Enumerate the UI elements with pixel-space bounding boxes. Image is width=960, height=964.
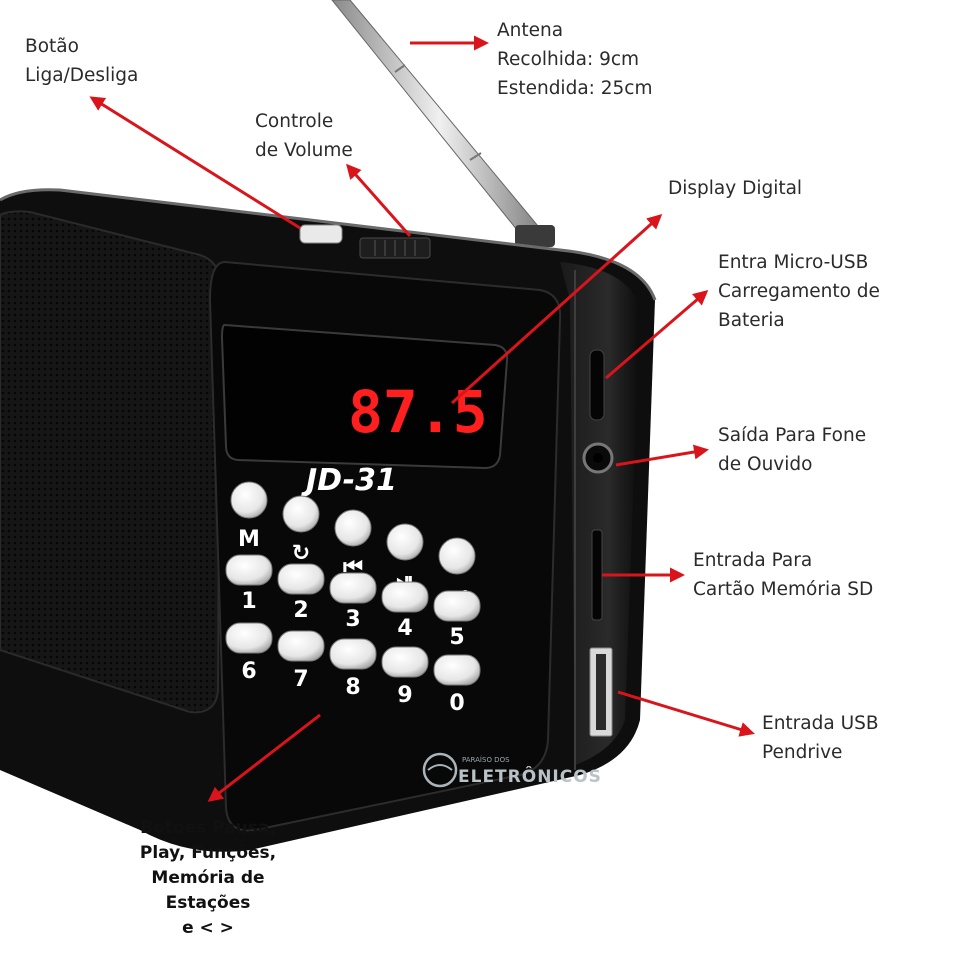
callout-sd-card: Entrada Para Cartão Memória SD — [693, 550, 874, 600]
watermark-small-text: PARAÍSO DOS — [462, 755, 510, 764]
key-digit-5[interactable]: 5 — [433, 590, 481, 650]
callout-micro-usb: Entra Micro-USB Carregamento de Bateria — [718, 252, 880, 331]
watermark-big-text: ELETRÔNICOS — [458, 765, 602, 787]
key-digit-2[interactable]: 2 — [277, 563, 325, 623]
key-label: 2 — [293, 598, 308, 623]
callout-arrows — [89, 35, 755, 802]
callout-volume: Controle de Volume — [255, 111, 353, 161]
key-cap[interactable] — [381, 646, 429, 678]
key-cap[interactable] — [381, 581, 429, 613]
arrow-power — [89, 96, 301, 230]
callout-headphone: Saída Para Fone de Ouvido — [718, 425, 867, 475]
micro-usb-port[interactable] — [589, 349, 605, 421]
key-label: M — [238, 527, 260, 552]
watermark: PARAÍSO DOS ELETRÔNICOS — [422, 752, 602, 788]
key-digit-6[interactable]: 6 — [225, 622, 273, 684]
key-label: 0 — [449, 691, 464, 716]
key-digit-9[interactable]: 9 — [381, 646, 429, 708]
key-digit-8[interactable]: 8 — [329, 638, 377, 700]
key-digit-4[interactable]: 4 — [381, 581, 429, 641]
key-label: 1 — [241, 589, 256, 614]
key-cap[interactable] — [329, 638, 377, 670]
key-digit-3[interactable]: 3 — [329, 572, 377, 632]
key-digit-7[interactable]: 7 — [277, 630, 325, 692]
key-cap[interactable] — [282, 495, 320, 533]
headphone-jack[interactable] — [582, 442, 614, 474]
callout-power: Botão Liga/Desliga — [25, 36, 139, 86]
model-label: JD-31 — [301, 463, 397, 498]
key-cap[interactable] — [433, 590, 481, 622]
callout-antenna: Antena Recolhida: 9cm Estendida: 25cm — [497, 20, 653, 99]
sd-card-slot[interactable] — [591, 529, 603, 621]
key-label: 9 — [397, 683, 412, 708]
key-label: ↻ — [292, 541, 310, 566]
arrow-headphone — [615, 444, 709, 467]
key-function-↻[interactable]: ↻ — [282, 495, 320, 566]
callout-display: Display Digital — [668, 178, 803, 199]
key-cap[interactable] — [433, 654, 481, 686]
antenna — [331, 0, 555, 247]
key-function-M[interactable]: M — [230, 481, 268, 552]
key-cap[interactable] — [334, 509, 372, 547]
usb-port[interactable] — [589, 647, 613, 737]
callout-buttons: Botões Pausa, Play, Funções, Memória de … — [139, 818, 277, 938]
power-switch[interactable] — [299, 224, 343, 244]
key-label: 7 — [293, 667, 308, 692]
key-digit-0[interactable]: 0 — [433, 654, 481, 716]
digital-display: 87.5 — [220, 323, 509, 470]
speaker-grille — [0, 210, 222, 714]
key-digit-1[interactable]: 1 — [225, 554, 273, 614]
key-label: 8 — [345, 675, 360, 700]
key-cap[interactable] — [230, 481, 268, 519]
key-cap[interactable] — [438, 537, 476, 575]
key-cap[interactable] — [225, 622, 273, 654]
key-cap[interactable] — [386, 523, 424, 561]
arrow-volume — [346, 163, 412, 237]
key-cap[interactable] — [277, 563, 325, 595]
key-label: 3 — [345, 607, 360, 632]
display-reading: 87.5 — [348, 378, 488, 446]
key-label: 6 — [241, 659, 256, 684]
key-cap[interactable] — [329, 572, 377, 604]
key-cap[interactable] — [225, 554, 273, 586]
arrow-usb — [617, 690, 755, 737]
arrow-micro-usb — [605, 290, 709, 380]
key-label: 5 — [449, 625, 464, 650]
arrow-buttons — [207, 713, 321, 802]
key-label: 4 — [397, 616, 412, 641]
key-cap[interactable] — [277, 630, 325, 662]
volume-wheel[interactable] — [359, 237, 431, 259]
arrow-display — [450, 213, 663, 405]
callout-usb: Entrada USB Pendrive — [762, 713, 879, 763]
